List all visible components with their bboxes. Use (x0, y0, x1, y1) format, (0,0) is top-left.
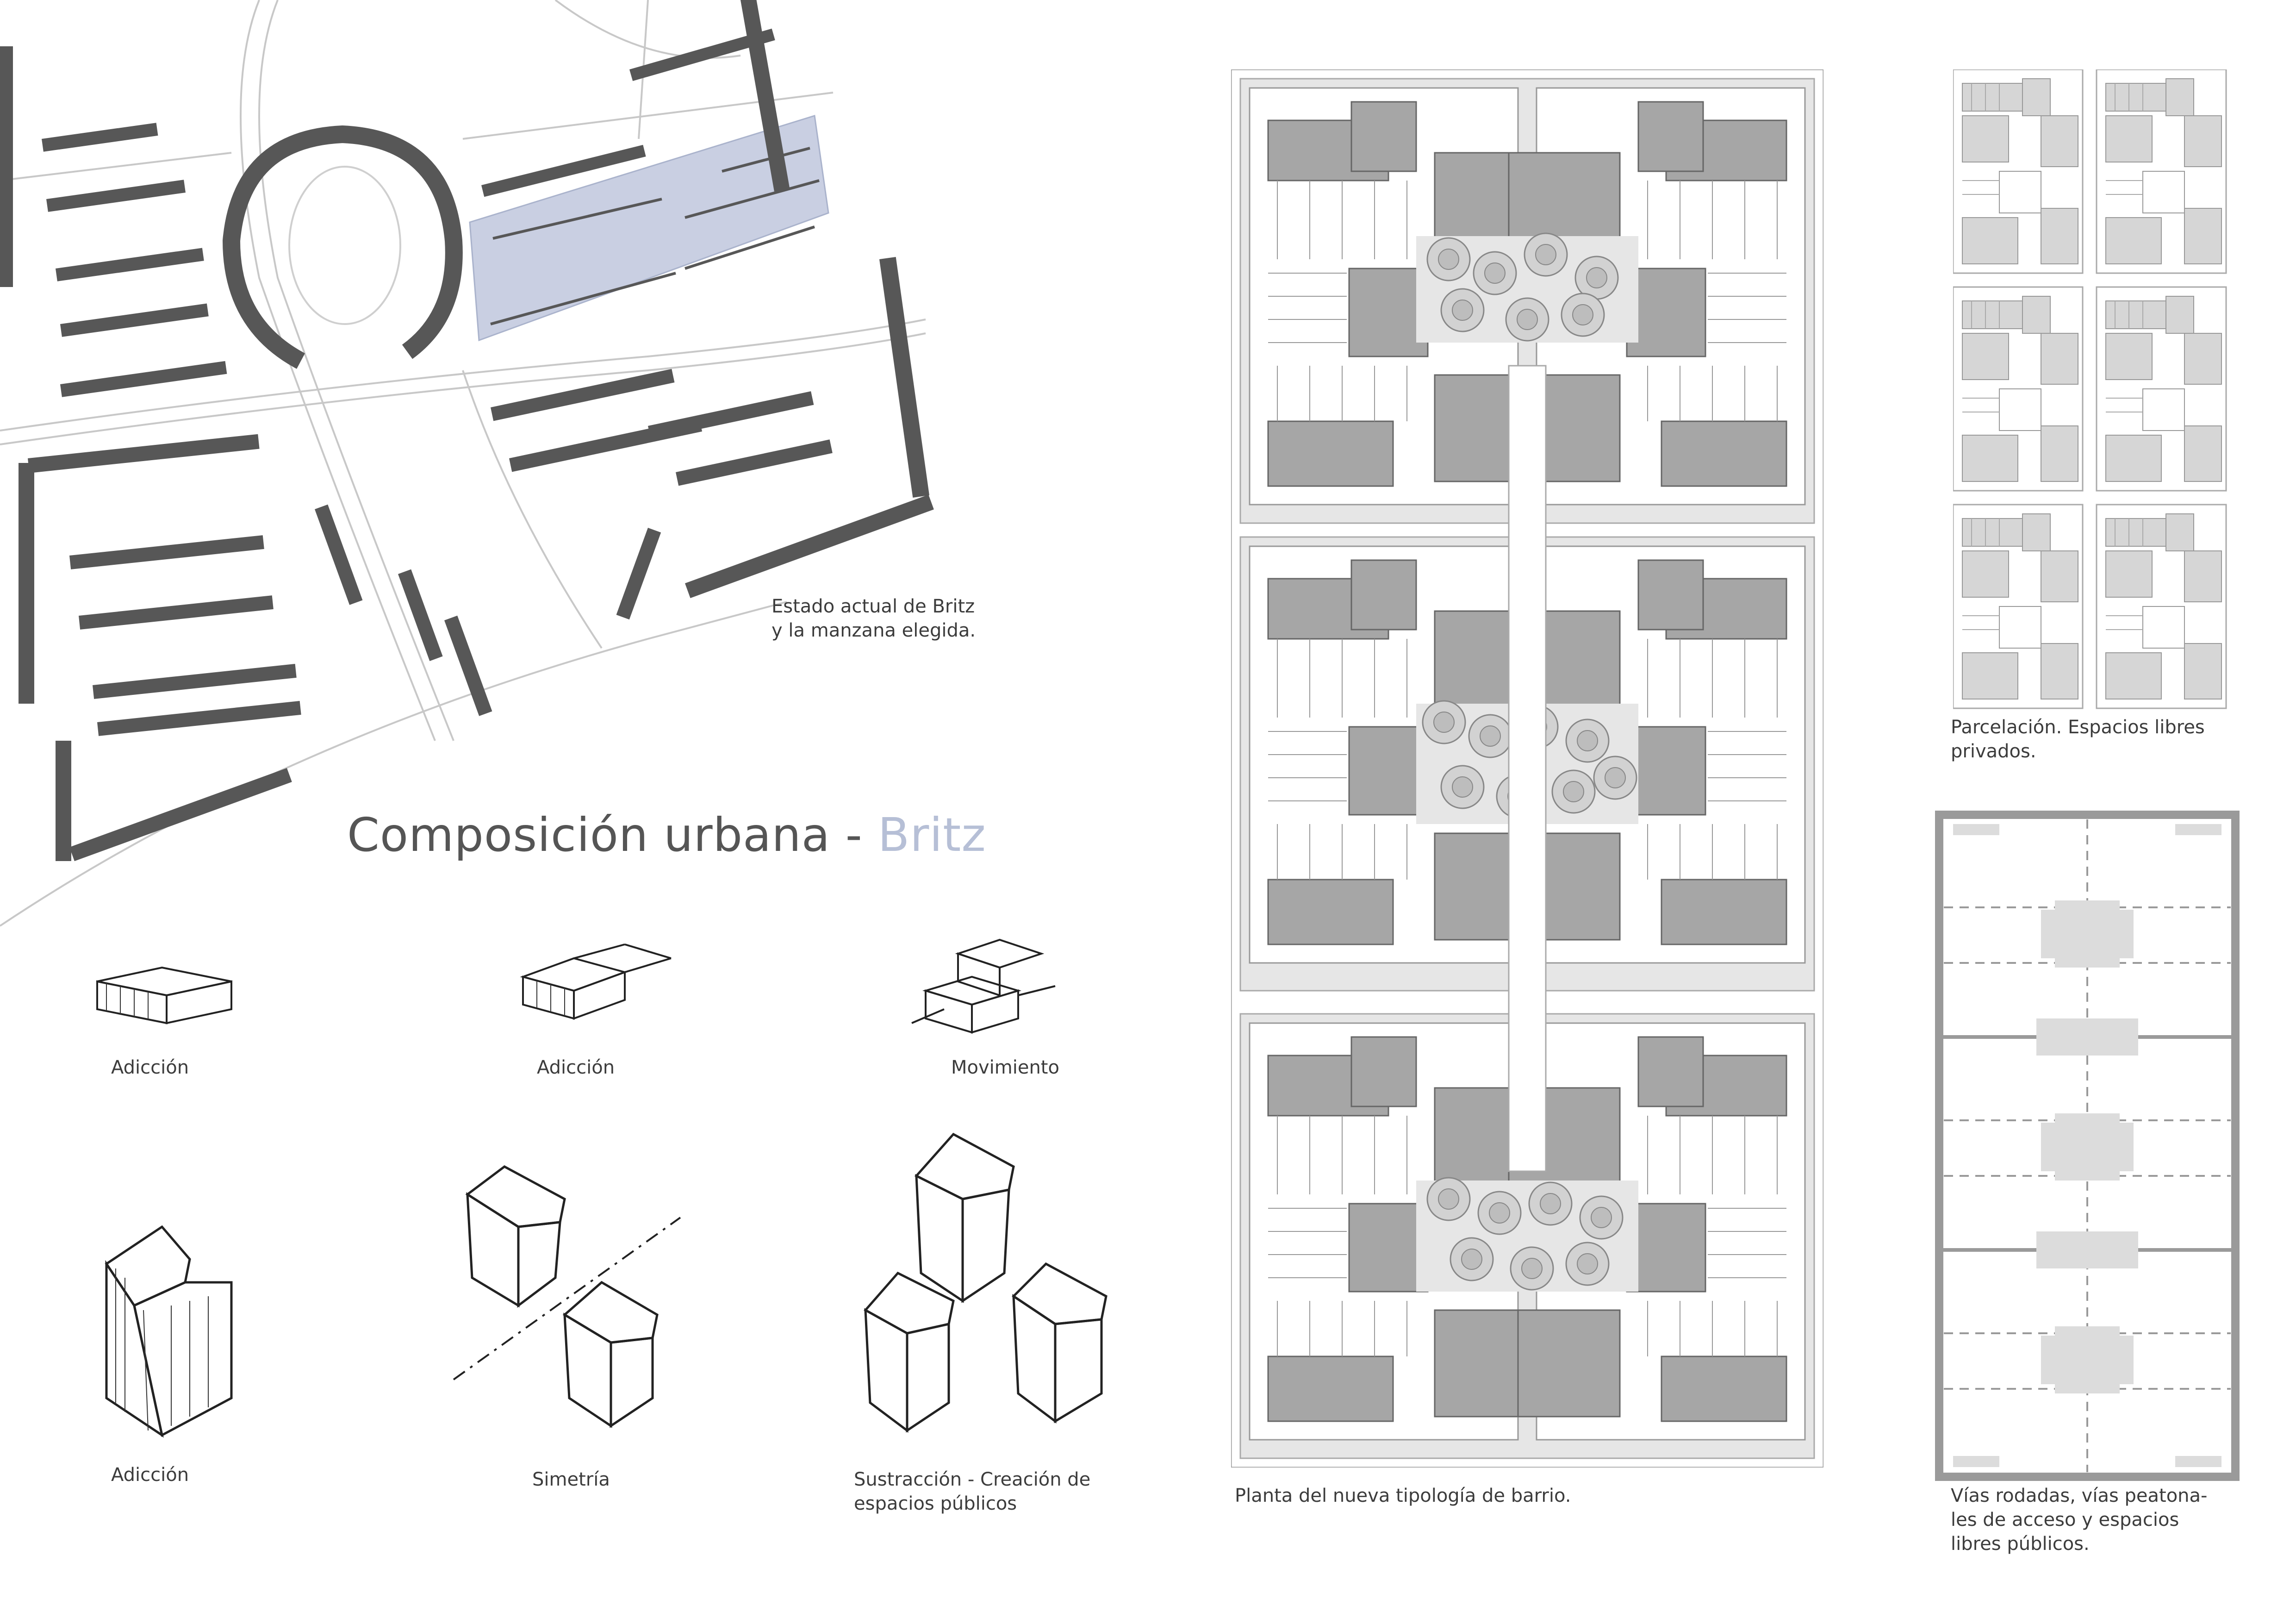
site-plan-map (0, 0, 934, 927)
sketch-subtraction (864, 1132, 1108, 1433)
sketch-movement (911, 938, 1056, 1034)
sketch-label-5: Simetría (532, 1469, 610, 1490)
parcel-caption: Parcelación. Espacios libres privados. (1951, 717, 2205, 762)
new-typology-plan (1231, 69, 1823, 1468)
sketch-addition-3 (105, 1225, 233, 1438)
roads-caption: Vías rodadas, vías peatona- les de acces… (1951, 1485, 2208, 1555)
roads-diagram (1935, 811, 2240, 1481)
sketch-label-1: Adicción (111, 1057, 189, 1078)
page-title-accent: Britz (877, 808, 986, 862)
sketch-label-2: Adicción (537, 1057, 615, 1078)
sketch-label-3: Movimiento (951, 1057, 1059, 1078)
sketch-addition-1 (96, 966, 232, 1024)
site-plan-caption: Estado actual de Britz y la manzana eleg… (772, 596, 976, 641)
new-typology-caption: Planta del nueva tipología de barrio. (1235, 1485, 1571, 1506)
sketch-label-4: Adicción (111, 1464, 189, 1486)
parcel-diagram (1953, 69, 2227, 709)
page-title: Composición urbana - Britz (347, 808, 986, 862)
sketch-addition-2 (520, 943, 672, 1020)
selected-block (469, 115, 829, 342)
horseshoe-building (222, 125, 463, 369)
page-title-main: Composición urbana - (347, 808, 878, 862)
sketch-symmetry (453, 1165, 681, 1428)
sketch-label-6: Sustracción - Creación de espacios públi… (854, 1469, 1091, 1514)
